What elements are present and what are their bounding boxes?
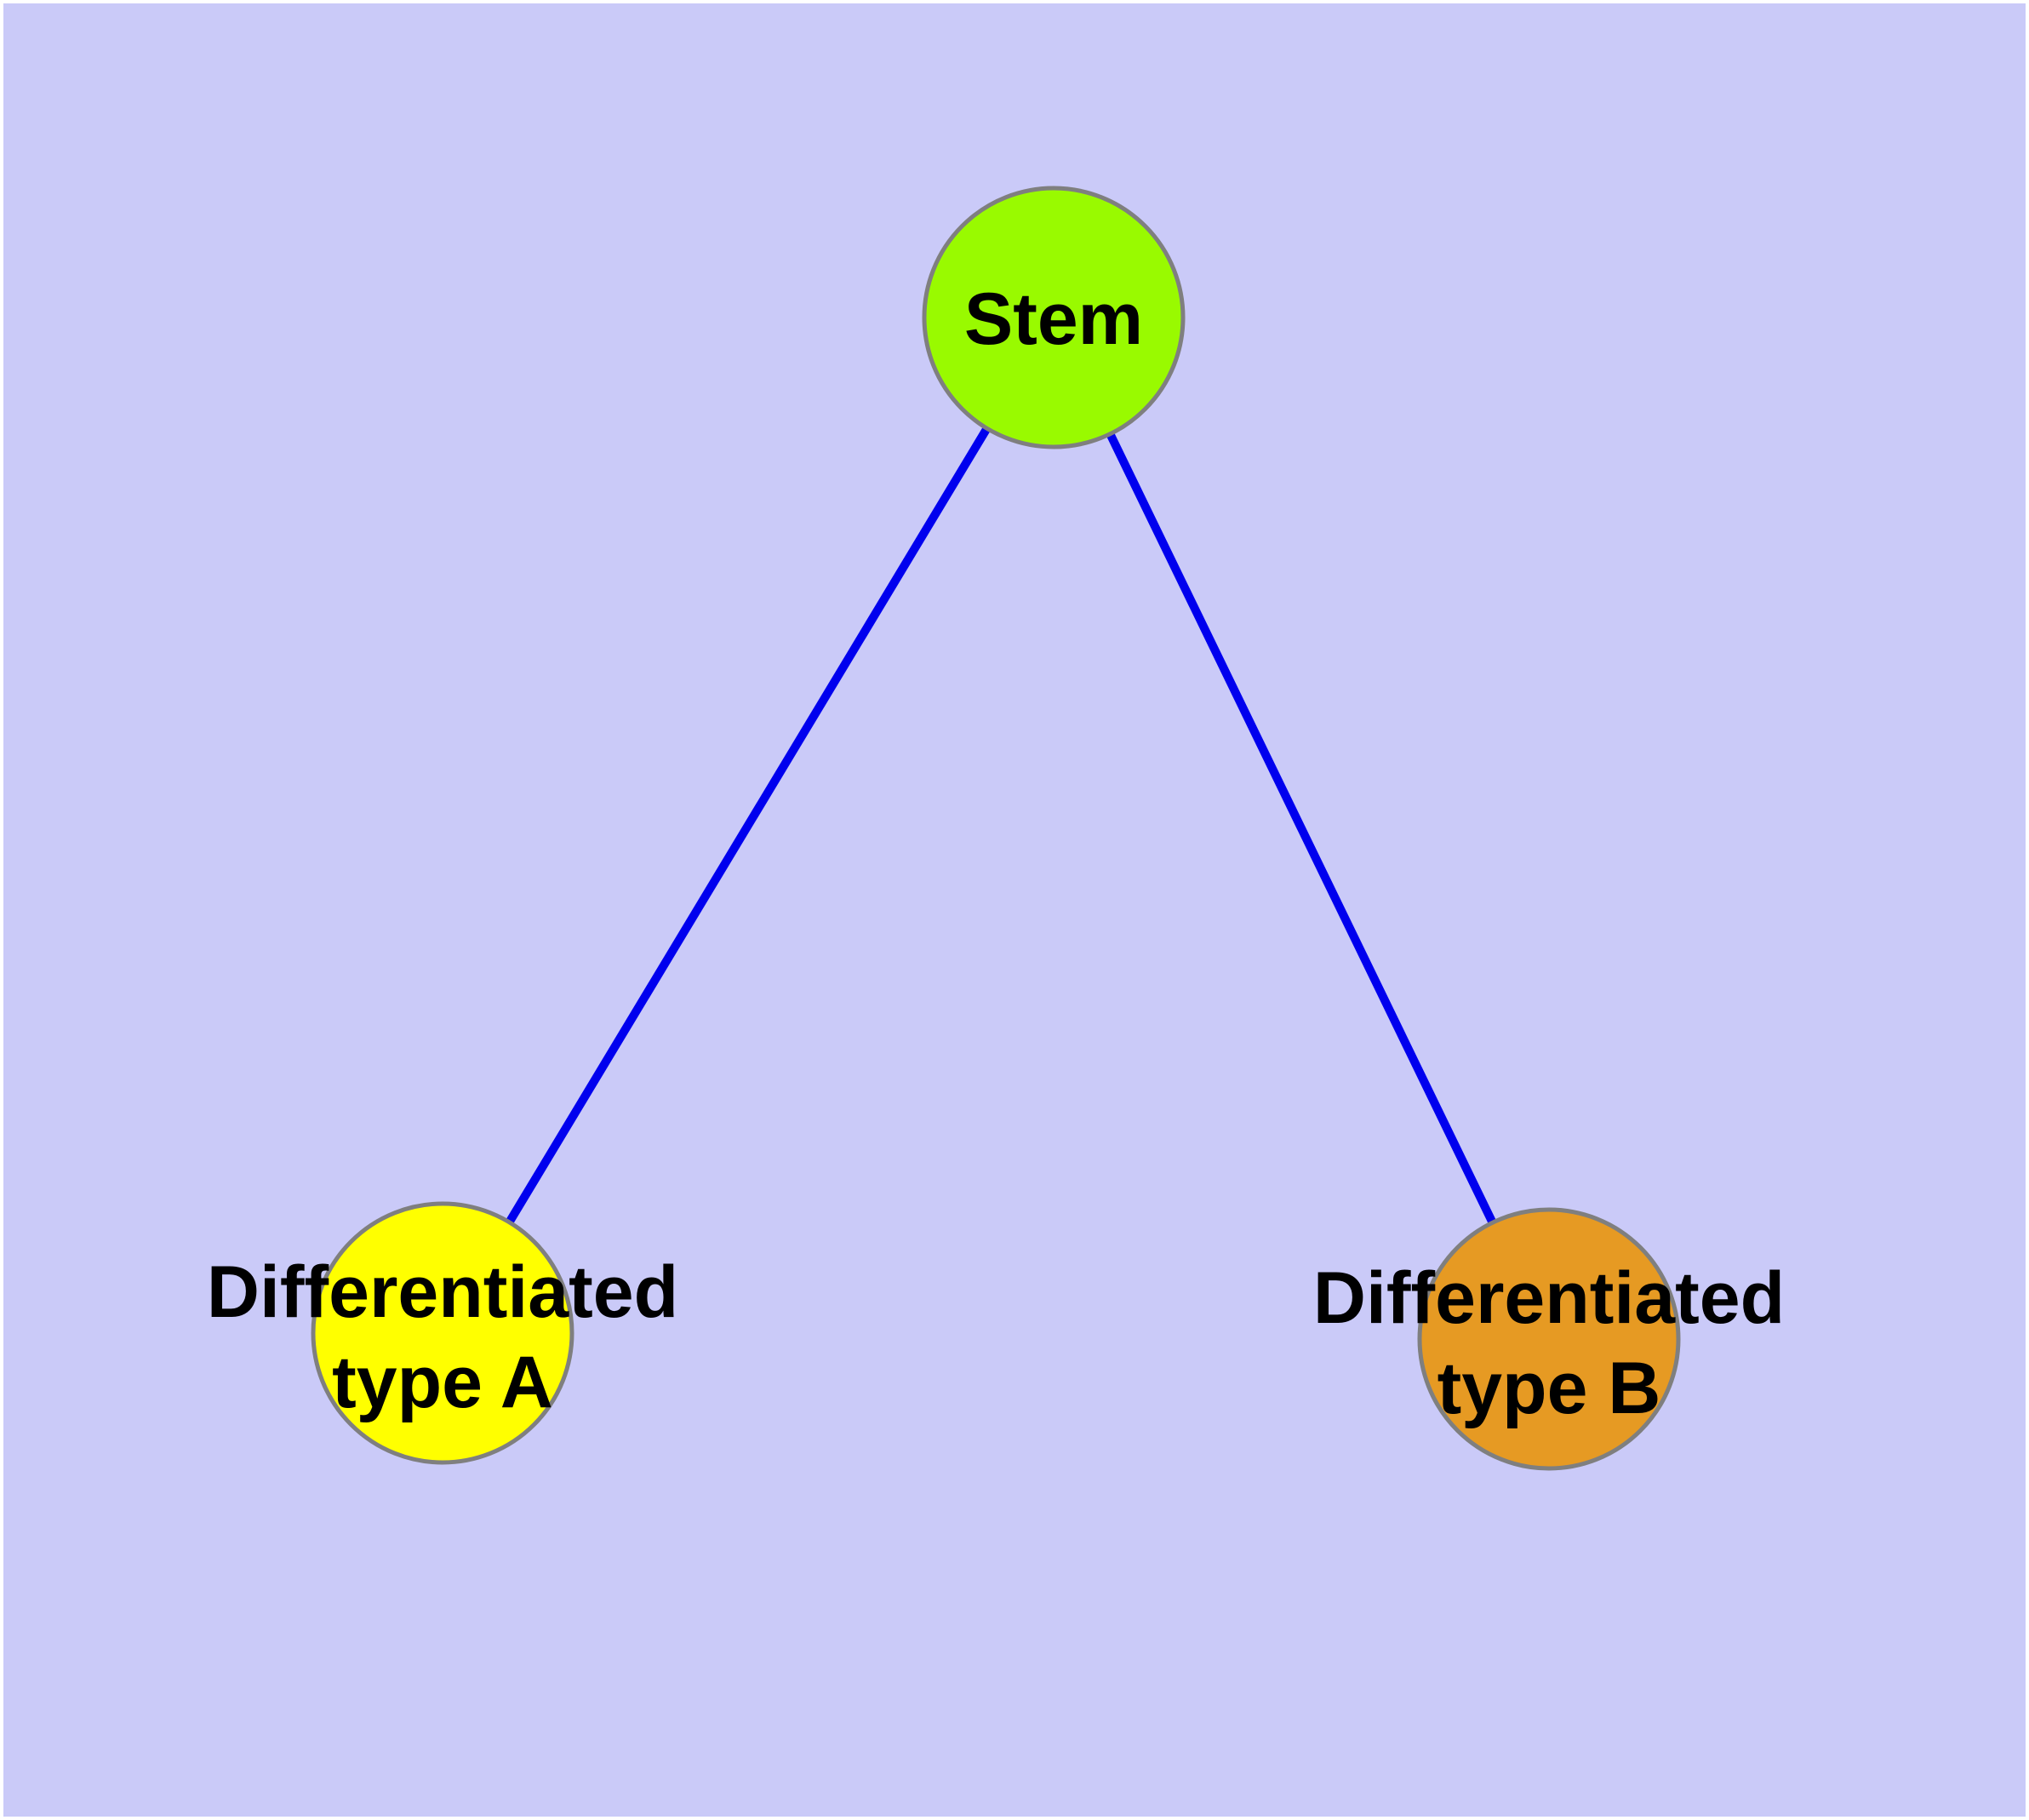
node-stem-circle bbox=[922, 186, 1186, 449]
node-type-b-circle bbox=[1417, 1207, 1681, 1471]
edge-stem-to-type-a bbox=[438, 315, 1058, 1336]
node-stem-label: Stem bbox=[964, 278, 1143, 360]
node-type-b-label-line1: Differentiated bbox=[1313, 1257, 1785, 1339]
edge-stem-to-type-b bbox=[1049, 315, 1553, 1342]
node-type-b-label-line2: type B bbox=[1437, 1348, 1661, 1429]
node-type-a-label-line2: type A bbox=[332, 1342, 553, 1423]
node-type-a-label-line1: Differentiated bbox=[207, 1251, 678, 1333]
node-type-a-circle bbox=[311, 1201, 574, 1465]
